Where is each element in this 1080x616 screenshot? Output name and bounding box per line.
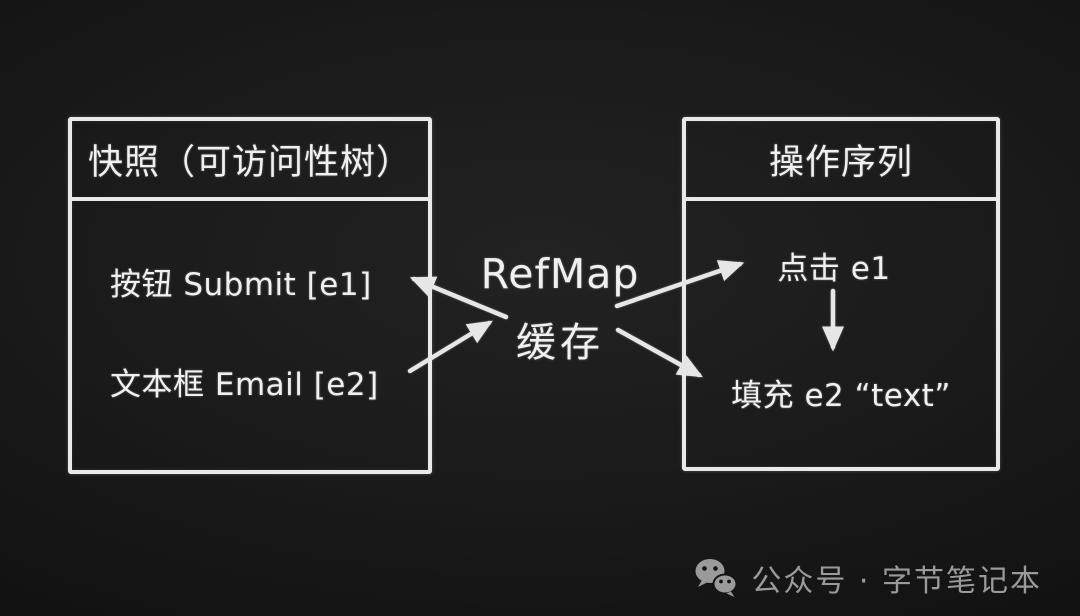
action-item-click-e1: 点击 e1 bbox=[777, 251, 891, 287]
snapshot-item-e1: 按钮 Submit [e1] bbox=[110, 267, 372, 303]
watermark-text: 公众号 · 字节笔记本 bbox=[751, 564, 1042, 599]
wechat-icon bbox=[695, 559, 738, 597]
snapshot-box: 快照（可访问性树） 按钮 Submit [e1] 文本框 Email [e2] bbox=[68, 117, 432, 474]
refmap-label-line1: RefMap bbox=[480, 250, 640, 298]
watermark: 公众号 · 字节笔记本 bbox=[693, 556, 1042, 600]
actions-box: 操作序列 点击 e1 填充 e2 “text” bbox=[682, 117, 1000, 471]
actions-box-title: 操作序列 bbox=[686, 121, 996, 201]
snapshot-item-e2: 文本框 Email [e2] bbox=[110, 367, 379, 403]
snapshot-box-title: 快照（可访问性树） bbox=[72, 121, 428, 201]
refmap-cache-label: RefMap 缓存 bbox=[470, 250, 650, 368]
action-item-fill-e2: 填充 e2 “text” bbox=[731, 378, 951, 414]
refmap-label-line2: 缓存 bbox=[516, 320, 604, 366]
